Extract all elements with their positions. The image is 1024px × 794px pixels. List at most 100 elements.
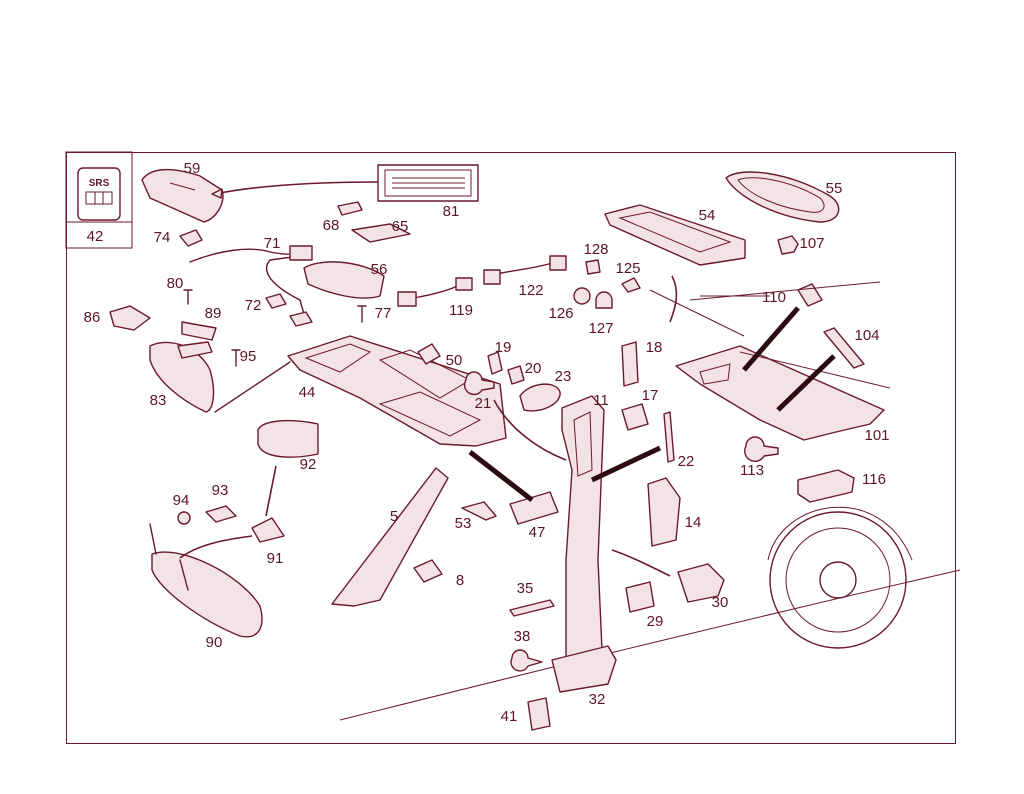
line-44 xyxy=(214,361,291,413)
arrow-head xyxy=(211,188,223,199)
wheel-arch xyxy=(767,506,913,561)
sun-visor-59 xyxy=(141,168,224,223)
wheel-outer xyxy=(769,511,907,649)
bulb-68 xyxy=(337,201,363,216)
label-23: 23 xyxy=(555,368,572,385)
mirror-90 xyxy=(151,551,263,638)
screw-95 xyxy=(231,349,241,367)
srs-badge: SRS 42 xyxy=(65,151,133,249)
label-47: 47 xyxy=(529,524,546,541)
screw-93 xyxy=(205,505,237,523)
label-86: 86 xyxy=(84,309,101,326)
clip-41 xyxy=(527,697,551,731)
label-116: 116 xyxy=(862,471,886,488)
mirror-90-stem xyxy=(149,523,189,591)
label-126: 126 xyxy=(548,305,573,322)
clip-17 xyxy=(621,403,649,431)
label-65: 65 xyxy=(392,218,409,235)
label-81: 81 xyxy=(443,203,460,220)
bracket-18 xyxy=(621,341,639,387)
label-44: 44 xyxy=(299,384,316,401)
b-pillar-11 xyxy=(561,395,605,665)
label-107: 107 xyxy=(799,235,824,252)
screw-80 xyxy=(183,289,193,305)
label-20: 20 xyxy=(525,360,542,377)
cap-127 xyxy=(595,291,613,309)
screw-21 xyxy=(463,371,495,396)
cover-23 xyxy=(519,383,561,412)
arrow-110 xyxy=(742,306,800,372)
label-92: 92 xyxy=(300,456,317,473)
label-68: 68 xyxy=(323,217,340,234)
screw-77 xyxy=(357,305,367,323)
label-32: 32 xyxy=(589,691,606,708)
part-89 xyxy=(181,321,217,341)
clip-91 xyxy=(251,517,285,543)
arrow-91-90 xyxy=(179,535,253,559)
line-54-101 xyxy=(649,289,770,337)
label-17: 17 xyxy=(642,387,659,404)
label-30: 30 xyxy=(712,594,729,611)
clip-20 xyxy=(507,365,525,385)
label-119: 119 xyxy=(449,302,473,319)
label-22: 22 xyxy=(678,453,695,470)
label-29: 29 xyxy=(647,613,664,630)
clip-30 xyxy=(677,563,725,603)
tube-92 xyxy=(257,419,319,458)
label-93: 93 xyxy=(212,482,229,499)
arrow-92-91 xyxy=(265,465,277,517)
label-55: 55 xyxy=(826,180,843,197)
car-roof xyxy=(689,281,891,389)
lamp-104 xyxy=(823,327,865,369)
label-72: 72 xyxy=(245,297,262,314)
label-91: 91 xyxy=(267,550,284,567)
label-113: 113 xyxy=(740,462,764,479)
label-94: 94 xyxy=(173,492,190,509)
label-35: 35 xyxy=(517,580,534,597)
clip-8 xyxy=(413,559,443,583)
label-101: 101 xyxy=(864,427,889,444)
wheel-inner xyxy=(785,527,891,633)
srs-badge-title: SRS xyxy=(89,178,110,189)
trim-14 xyxy=(647,477,681,547)
screw-126 xyxy=(573,287,591,305)
washer-94 xyxy=(177,511,191,525)
label-89: 89 xyxy=(205,305,222,322)
label-41: 41 xyxy=(501,708,518,725)
arrow-81-to-59 xyxy=(214,181,379,195)
label-90: 90 xyxy=(206,634,223,651)
mirror-frame-54 xyxy=(604,204,746,266)
label-21: 21 xyxy=(475,395,492,412)
arrow-14 xyxy=(590,445,662,483)
label-74: 74 xyxy=(154,229,171,246)
label-8: 8 xyxy=(456,572,464,589)
trim-101 xyxy=(675,345,885,441)
connector-116 xyxy=(797,469,855,503)
label-59: 59 xyxy=(184,160,201,177)
label-77: 77 xyxy=(375,305,392,322)
strip-35 xyxy=(509,599,555,617)
sun-visor-56 xyxy=(303,261,385,299)
cover-65 xyxy=(351,223,411,243)
clip-29 xyxy=(625,581,655,613)
label-54: 54 xyxy=(699,207,716,224)
label-71: 71 xyxy=(264,235,281,252)
clip-110 xyxy=(797,283,823,307)
clip-128 xyxy=(585,259,601,275)
mount-89b xyxy=(177,341,213,359)
label-19: 19 xyxy=(495,339,512,356)
arrow-104 xyxy=(776,354,836,412)
label-80: 80 xyxy=(167,275,184,292)
label-127: 127 xyxy=(588,320,613,337)
vanity-mirror-55 xyxy=(725,171,840,223)
label-56: 56 xyxy=(371,261,388,278)
label-83: 83 xyxy=(150,392,167,409)
clip-72b xyxy=(289,311,313,327)
label-110: 110 xyxy=(762,289,786,306)
label-95: 95 xyxy=(240,348,257,365)
label-18: 18 xyxy=(646,339,663,356)
trim-5 xyxy=(331,467,449,607)
arrow-30-11 xyxy=(611,549,671,577)
